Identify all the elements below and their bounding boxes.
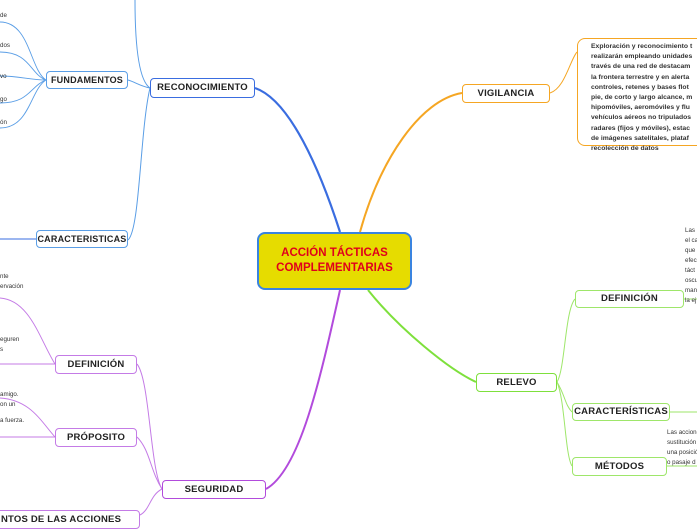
connector-relevo-metodos (556, 381, 573, 467)
metodos-note-3: una posició (667, 449, 697, 456)
definicion-rel-note-5: táct (685, 267, 695, 274)
definicion-rel-note-2: el ca (685, 237, 697, 244)
connector-seguridad-proposito (136, 436, 163, 490)
definicion-rel-note-1: Las l (685, 227, 697, 234)
connector-center-vigilancia (359, 92, 463, 233)
definicion-rel-note-8: la ej (685, 297, 697, 304)
connector-seguridad-elementos (139, 488, 163, 516)
node-vigilancia[interactable]: VIGILANCIA (462, 84, 550, 103)
metodos-note-4: o pasaje d (667, 459, 696, 466)
definicion-seg-note-4: s (0, 346, 4, 353)
central-topic-line2: COMPLEMENTARIAS (276, 262, 393, 274)
connector-center-seguridad (265, 289, 341, 490)
connector-relevo-caracteristicas (556, 381, 573, 413)
vigilancia-line-10: de imágenes satelitales, plataf (591, 134, 689, 142)
node-relevo[interactable]: RELEVO (476, 373, 557, 392)
definicion-rel-note-4: efec (685, 257, 697, 264)
connector-proposito-leaves (0, 397, 56, 438)
vigilancia-line-4: la frontera terrestre y en alerta (591, 73, 690, 81)
definicion-rel-note-3: que (685, 247, 696, 254)
connector-center-relevo (367, 289, 477, 383)
node-proposito[interactable]: PRÓPOSITO (55, 428, 137, 447)
proposito-note-3: a fuerza. (0, 417, 25, 424)
vigilancia-line-7: hipomóviles, aeromóviles y flu (591, 104, 690, 112)
node-metodos[interactable]: MÉTODOS (572, 457, 667, 476)
node-caracteristicas-rec[interactable]: CARACTERISTICAS (36, 230, 128, 248)
fundamentos-note-2: dos (0, 42, 10, 49)
node-caracteristicas-rel[interactable]: CARACTERÍSTICAS (572, 403, 670, 421)
proposito-note-1: amigo. (0, 391, 19, 398)
definicion-seg-note-1: nte (0, 273, 9, 280)
vigilancia-line-9: radares (fijos y móviles), estac (591, 124, 690, 132)
definicion-rel-note-6: oscu (685, 277, 697, 284)
definicion-seg-note-2: ervación (0, 283, 24, 290)
central-topic[interactable]: ACCIÓN TÁCTICAS COMPLEMENTARIAS (257, 232, 412, 290)
vigilancia-line-8: vehículos aéreos no tripulados (591, 114, 692, 122)
vigilancia-line-6: pie, de corto y largo alcance, m (591, 94, 693, 102)
metodos-note-1: Las accione (667, 429, 697, 436)
fundamentos-note-1: de (0, 12, 7, 19)
connector-relevo-definicion (556, 298, 576, 383)
connector-fundamentos-leaves (0, 21, 47, 129)
fundamentos-note-5: ón (0, 119, 7, 126)
definicion-rel-note-7: mani (685, 287, 697, 294)
vigilancia-line-11: recolección de datos (591, 145, 659, 153)
vigilancia-description: Exploración y reconocimiento t realizará… (577, 38, 697, 152)
proposito-note-2: on un (0, 401, 16, 408)
connector-reconocimiento-caracteristicas (127, 87, 151, 241)
node-fundamentos[interactable]: FUNDAMENTOS (46, 71, 128, 89)
definicion-seg-note-3: eguren (0, 336, 20, 343)
connector-reconocimiento-fundamentos (127, 79, 151, 89)
node-definicion-seg[interactable]: DEFINICIÓN (55, 355, 137, 374)
fundamentos-note-3: vo (0, 73, 7, 80)
connector-reconocimiento-up (134, 0, 151, 89)
connector-seguridad-definicion (136, 363, 163, 490)
connector-vigilancia-text (549, 51, 578, 94)
metodos-note-2: sustitución (667, 439, 697, 446)
fundamentos-note-4: go (0, 96, 7, 103)
connector-center-reconocimiento (254, 86, 342, 233)
vigilancia-line-1: Exploración y reconocimiento t (591, 43, 693, 50)
central-topic-line1: ACCIÓN TÁCTICAS (281, 247, 388, 259)
vigilancia-line-3: través de una red de destacam (591, 63, 691, 71)
node-definicion-rel[interactable]: DEFINICIÓN (575, 290, 684, 308)
node-reconocimiento[interactable]: RECONOCIMIENTO (150, 78, 255, 98)
node-seguridad[interactable]: SEGURIDAD (162, 480, 266, 499)
vigilancia-line-5: controles, retenes y bases flot (591, 83, 689, 91)
vigilancia-line-2: realizarán empleando unidades (591, 53, 693, 61)
connector-definicion-leaves (0, 297, 56, 365)
